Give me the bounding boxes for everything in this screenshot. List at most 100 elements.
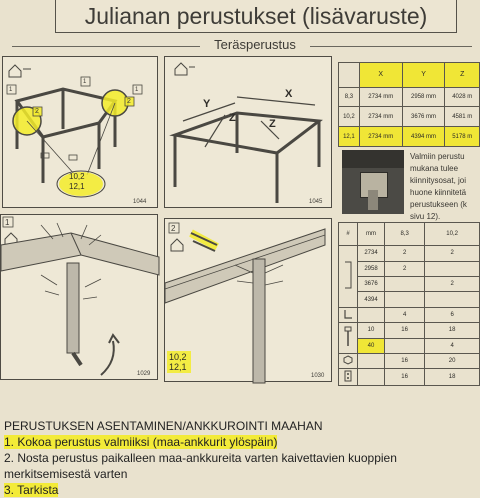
- step-number: 1: [5, 218, 10, 227]
- size-highlight: [167, 351, 191, 373]
- diagram-step-1: 1 1029: [0, 214, 160, 380]
- table-cell: 2: [424, 275, 480, 293]
- table-cell: 16: [383, 322, 426, 339]
- size-label: 10,2: [69, 172, 85, 181]
- table-header-cell: 10,2: [424, 221, 480, 247]
- table-cell: 10: [357, 322, 385, 339]
- table-cell: [383, 337, 426, 354]
- table-cell: 2734 mm: [358, 126, 403, 147]
- house-icon: [174, 62, 195, 76]
- dimension-table: X Y Z 8,3 2734 mm 2958 mm 4028 m 10,2 27…: [338, 62, 480, 147]
- table-cell: 4: [383, 306, 426, 324]
- plate-icon: [338, 368, 358, 386]
- bolt-icon: [338, 322, 358, 354]
- table-row: 10 16 18: [338, 322, 480, 354]
- house-icon: [170, 238, 184, 252]
- table-row: 4394: [339, 291, 480, 308]
- instruction-step: 1. Kokoa perustus valmiiksi (maa-ankkuri…: [4, 434, 478, 450]
- table-header-cell: X: [358, 62, 403, 88]
- nut-icon: [338, 352, 358, 370]
- table-header-row: X Y Z: [338, 62, 480, 88]
- table-cell: 2958: [357, 260, 385, 277]
- size-highlight: [59, 172, 103, 196]
- bracket-label: 2: [35, 108, 39, 115]
- table-cell: 16: [383, 352, 426, 370]
- figure-code: 1030: [311, 373, 325, 379]
- section-subtitle: Teräsperustus: [200, 36, 310, 54]
- table-row: 40 4: [339, 337, 480, 354]
- part-label: 1: [83, 79, 87, 85]
- part-label: 1: [9, 87, 13, 93]
- step-2-drawing: [164, 222, 326, 384]
- size-label: 10,2: [169, 352, 187, 362]
- table-header-row: # mm 8,3 10,2: [338, 221, 480, 247]
- table-cell: 2: [424, 245, 480, 262]
- table-row: 2734 2 2: [338, 245, 480, 308]
- figure-code: 1045: [309, 199, 323, 205]
- diagram-frame-dimensions: X Y Z Z 1045: [164, 56, 332, 208]
- instruction-step-text-highlighted: 1. Kokoa perustus valmiiksi (maa-ankkuri…: [4, 435, 278, 449]
- foundation-photo: [342, 150, 404, 214]
- axis-label: Z: [269, 118, 276, 130]
- figure-code: 1044: [133, 199, 147, 205]
- table-cell: [424, 291, 480, 308]
- table-cell: 2734 mm: [358, 86, 403, 108]
- table-header-cell: #: [338, 221, 358, 247]
- table-cell: 4: [424, 337, 480, 354]
- instruction-step: 3. Tarkista: [4, 482, 478, 498]
- table-cell: 3676: [357, 275, 385, 293]
- table-row: 8,3 2734 mm 2958 mm 4028 m: [338, 86, 480, 108]
- axis-label: Y: [203, 98, 211, 110]
- table-cell: 12,1: [338, 126, 360, 147]
- table-header-cell: Z: [444, 62, 480, 88]
- table-cell: 2958 mm: [401, 86, 446, 108]
- house-icon: [8, 64, 31, 78]
- table-cell: 2734 mm: [358, 106, 403, 128]
- diagram-frame-assembly: 1 1 1 2 2 10,2 12,1 1044: [2, 56, 158, 208]
- table-row: 10,2 2734 mm 3676 mm 4581 m: [338, 106, 480, 128]
- installation-instructions: PERUSTUKSEN ASENTAMINEN/ANKKUROINTI MAAH…: [4, 418, 478, 498]
- part-label: 1: [135, 87, 139, 93]
- table-cell: 16: [383, 368, 426, 386]
- table-cell: [357, 306, 385, 324]
- bracket-icon: [338, 306, 358, 324]
- table-header-cell: [338, 62, 360, 88]
- table-header-cell: Y: [401, 62, 446, 88]
- table-row: 16 20: [338, 352, 480, 370]
- table-cell: 4394 mm: [401, 126, 446, 147]
- table-cell: 4394: [357, 291, 385, 308]
- instruction-step-continued: merkitsemisestä varten: [4, 467, 128, 481]
- figure-code: 1029: [137, 371, 151, 377]
- frame-assembly-drawing: [6, 64, 143, 198]
- table-header-cell: 8,3: [383, 221, 426, 247]
- table-cell: 20: [424, 352, 480, 370]
- table-cell: [357, 352, 385, 370]
- axis-label: Z: [229, 112, 236, 124]
- axis-label: X: [285, 88, 293, 100]
- table-row: 4 6: [338, 306, 480, 324]
- instructions-heading: PERUSTUKSEN ASENTAMINEN/ANKKUROINTI MAAH…: [4, 419, 323, 433]
- table-cell: 3676 mm: [401, 106, 446, 128]
- size-label: 12,1: [169, 362, 187, 372]
- beam-icon: [338, 245, 358, 308]
- table-cell: [383, 275, 426, 293]
- table-cell: 6: [424, 306, 480, 324]
- page-title: Julianan perustukset (lisävaruste): [55, 0, 457, 33]
- table-row: 2958 2: [339, 260, 480, 277]
- table-row: 16 18: [338, 368, 480, 386]
- table-cell: [357, 368, 385, 386]
- table-row-highlighted: 12,1 2734 mm 4394 mm 5178 m: [338, 126, 480, 147]
- table-cell: 10,2: [338, 106, 360, 128]
- instruction-step-text-highlighted: 3. Tarkista: [4, 483, 59, 497]
- table-header-cell: mm: [357, 221, 385, 247]
- photo-caption: Valmiin perustu mukana tulee kiinnitysos…: [410, 152, 467, 221]
- frame-dimensions-drawing: X Y Z Z: [169, 62, 323, 203]
- table-cell: 4028 m: [444, 86, 480, 108]
- table-cell: 8,3: [338, 86, 360, 108]
- table-cell: 2: [383, 260, 426, 277]
- table-cell: 2734: [357, 245, 385, 262]
- table-cell: 5178 m: [444, 126, 480, 147]
- table-cell: 2: [383, 245, 426, 262]
- diagram-step-2: 2 10,2 12,1 1030: [164, 218, 332, 384]
